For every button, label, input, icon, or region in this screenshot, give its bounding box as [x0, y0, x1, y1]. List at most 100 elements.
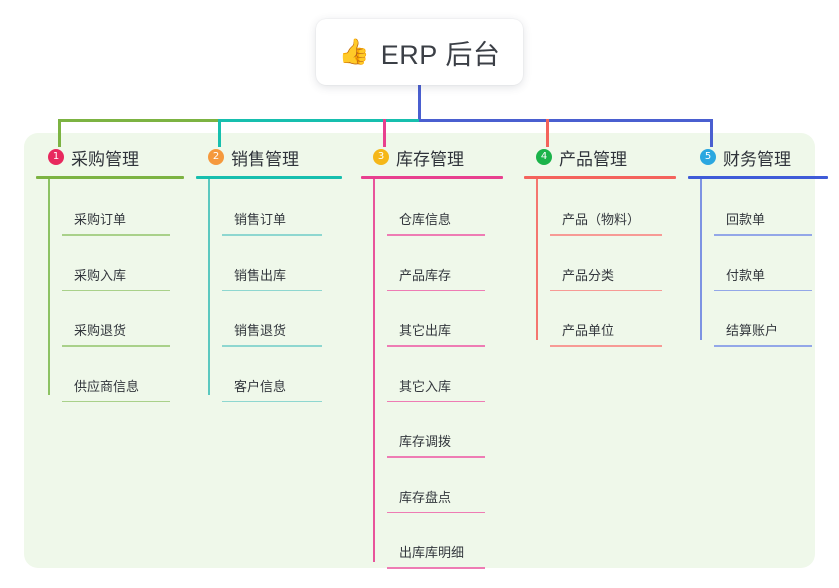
- branch-number-badge: 3: [373, 149, 389, 165]
- leaf-underline: [387, 567, 485, 569]
- leaf-item[interactable]: 产品库存: [387, 265, 485, 292]
- branch-drop-4: [546, 119, 549, 147]
- leaf-label: 采购退货: [74, 323, 127, 338]
- root-node-content: 👍 ERP 后台: [339, 33, 501, 72]
- leaf-spine-line: [48, 179, 50, 395]
- leaf-item[interactable]: 销售出库: [222, 265, 322, 292]
- leaf-underline: [387, 456, 485, 458]
- leaf-label: 其它出库: [399, 323, 452, 338]
- leaf-item[interactable]: 采购入库: [62, 265, 170, 292]
- leaf-label: 销售订单: [234, 212, 287, 227]
- leaf-item[interactable]: 出库库明细: [387, 542, 485, 569]
- branch-column-2: 2 销售管理销售订单销售出库销售退货客户信息: [196, 145, 342, 403]
- bus-segment-green: [58, 119, 218, 122]
- leaf-item[interactable]: 产品单位: [550, 320, 662, 347]
- branch-header-3[interactable]: 3 库存管理: [361, 145, 503, 169]
- leaf-item[interactable]: 供应商信息: [62, 376, 170, 403]
- branch-underline: [36, 176, 184, 179]
- branch-column-4: 4 产品管理产品（物料） 产品分类产品单位: [524, 145, 676, 347]
- leaf-item[interactable]: 付款单: [714, 265, 812, 292]
- leaf-underline: [714, 289, 812, 292]
- thumbs-up-icon: 👍: [338, 37, 370, 66]
- leaf-label: 产品分类: [562, 267, 615, 283]
- leaf-underline: [550, 345, 662, 347]
- branch-title: 销售管理: [231, 149, 299, 169]
- leaf-item[interactable]: 客户信息: [222, 376, 322, 403]
- branch-underline: [196, 176, 342, 179]
- leaf-list: 销售订单销售出库销售退货客户信息: [208, 179, 342, 403]
- branch-drop-3: [383, 119, 386, 147]
- leaf-item[interactable]: 销售订单: [222, 209, 322, 236]
- leaf-label: 产品（物料）: [562, 212, 641, 227]
- leaf-item[interactable]: 回款单: [714, 209, 812, 236]
- leaf-underline: [62, 400, 170, 403]
- leaf-item[interactable]: 采购退货: [62, 320, 170, 347]
- leaf-item[interactable]: 产品（物料）: [550, 209, 662, 236]
- leaf-underline: [222, 234, 322, 236]
- leaf-list: 回款单付款单结算账户: [700, 179, 828, 347]
- leaf-underline: [550, 234, 662, 236]
- leaf-spine-line: [700, 179, 702, 340]
- leaf-underline: [387, 400, 485, 403]
- leaf-underline: [387, 234, 485, 236]
- branch-header-4[interactable]: 4 产品管理: [524, 145, 676, 169]
- bus-segment-blue: [419, 119, 713, 122]
- leaf-underline: [387, 289, 485, 292]
- leaf-label: 其它入库: [399, 378, 452, 394]
- leaf-label: 产品库存: [399, 267, 452, 283]
- branch-number-badge: 2: [208, 149, 224, 165]
- leaf-label: 仓库信息: [399, 212, 452, 227]
- leaf-label: 出库库明细: [399, 545, 465, 560]
- leaf-label: 销售退货: [234, 323, 287, 338]
- leaf-item[interactable]: 其它入库: [387, 376, 485, 403]
- root-node[interactable]: 👍 ERP 后台: [316, 19, 523, 85]
- leaf-item[interactable]: 结算账户: [714, 320, 812, 347]
- leaf-label: 产品单位: [562, 323, 615, 338]
- leaf-label: 供应商信息: [74, 378, 140, 394]
- leaf-underline: [550, 289, 662, 292]
- leaf-item[interactable]: 产品分类: [550, 265, 662, 292]
- leaf-underline: [387, 345, 485, 347]
- leaf-label: 付款单: [726, 267, 766, 283]
- leaf-label: 库存盘点: [399, 489, 452, 505]
- leaf-underline: [222, 345, 322, 347]
- leaf-label: 客户信息: [234, 378, 287, 394]
- branch-drop-1: [58, 119, 61, 147]
- leaf-item[interactable]: 库存调拨: [387, 431, 485, 458]
- leaf-underline: [714, 345, 812, 347]
- leaf-item[interactable]: 销售退货: [222, 320, 322, 347]
- leaf-underline: [714, 234, 812, 236]
- leaf-spine-line: [373, 179, 375, 562]
- branch-column-3: 3 库存管理仓库信息产品库存其它出库其它入库库存调拨库存盘点出库库明细: [361, 145, 503, 569]
- root-title: ERP 后台: [380, 39, 501, 70]
- diagram-panel: [24, 133, 815, 568]
- leaf-item[interactable]: 库存盘点: [387, 487, 485, 514]
- branch-title: 库存管理: [396, 149, 464, 169]
- branch-drop-5: [710, 119, 713, 147]
- leaf-list: 产品（物料） 产品分类产品单位: [536, 179, 676, 347]
- branch-number-badge: 1: [48, 149, 64, 165]
- leaf-underline: [222, 289, 322, 292]
- leaf-item[interactable]: 采购订单: [62, 209, 170, 236]
- leaf-label: 回款单: [726, 212, 766, 227]
- leaf-item[interactable]: 其它出库: [387, 320, 485, 347]
- leaf-underline: [62, 289, 170, 292]
- leaf-underline: [387, 511, 485, 514]
- branch-header-2[interactable]: 2 销售管理: [196, 145, 342, 169]
- leaf-label: 采购入库: [74, 267, 127, 283]
- leaf-list: 仓库信息产品库存其它出库其它入库库存调拨库存盘点出库库明细: [373, 179, 503, 569]
- leaf-label: 采购订单: [74, 212, 127, 227]
- leaf-item[interactable]: 仓库信息: [387, 209, 485, 236]
- leaf-list: 采购订单采购入库采购退货供应商信息: [48, 179, 184, 403]
- branch-number-badge: 4: [536, 149, 552, 165]
- leaf-underline: [62, 234, 170, 236]
- leaf-spine-line: [208, 179, 210, 395]
- branch-title: 产品管理: [559, 149, 627, 169]
- leaf-label: 结算账户: [726, 323, 779, 338]
- branch-number-badge: 5: [700, 149, 716, 165]
- bus-segment-teal: [218, 119, 419, 122]
